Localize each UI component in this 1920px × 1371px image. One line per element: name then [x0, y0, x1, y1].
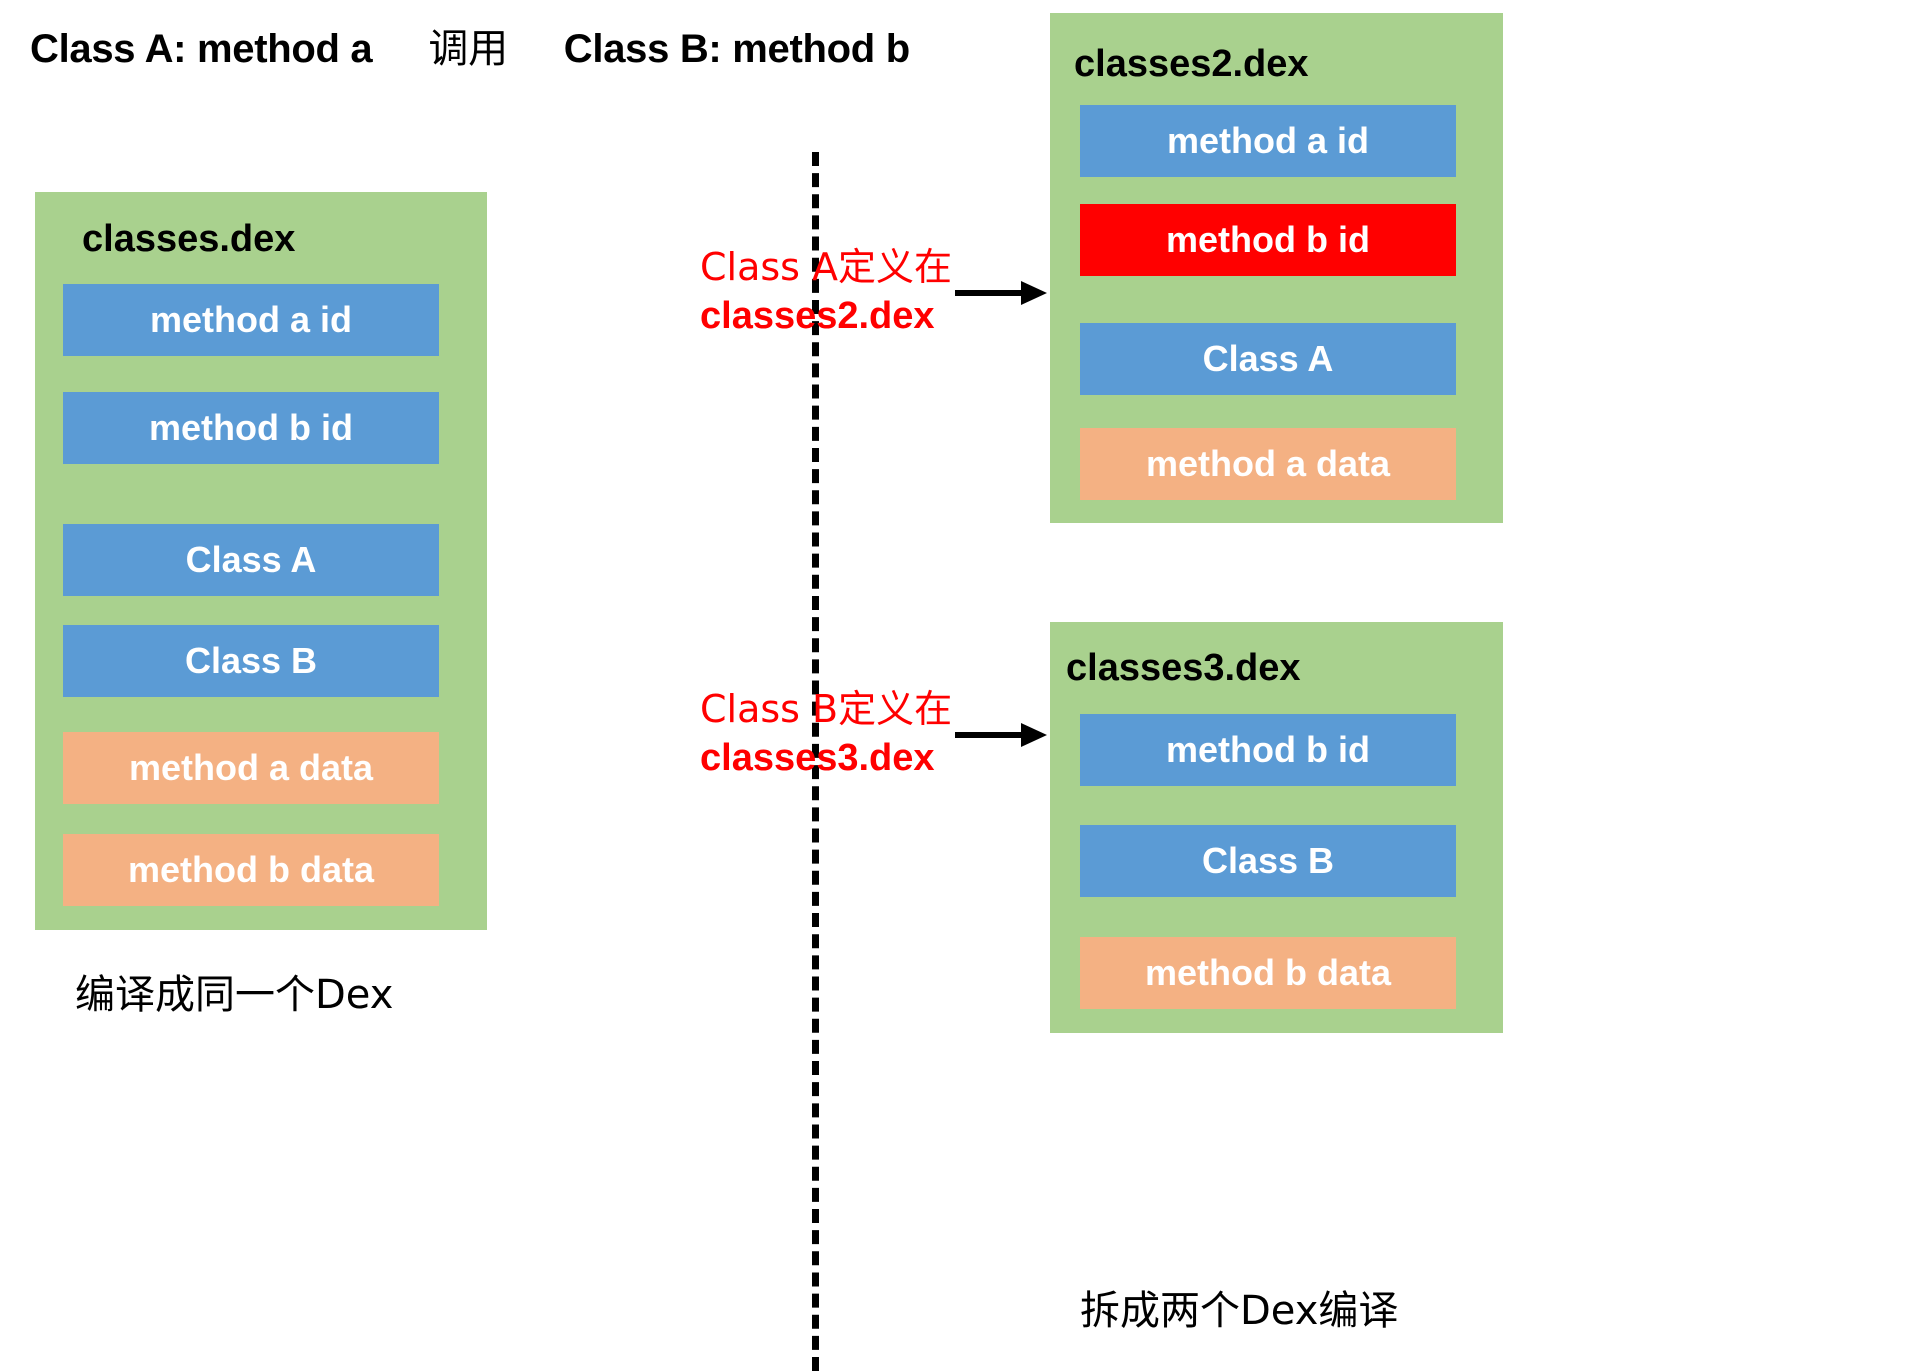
- left-caption-text: 编译成同一个Dex: [75, 972, 394, 1018]
- arrow-to-classes2-icon: [955, 278, 1047, 313]
- right-caption: 拆成两个Dex编译: [1080, 1278, 1398, 1336]
- slot-method-b-id-highlighted: method b id: [1080, 204, 1456, 276]
- slot-class-b: Class B: [1080, 825, 1456, 897]
- annotation-class-a-line2: classes2.dex: [700, 294, 935, 337]
- annotation-class-a: Class A定义在 classes2.dex: [700, 243, 952, 340]
- classes2-dex-container: classes2.dex method a id method b id Cla…: [1050, 13, 1503, 523]
- annotation-class-b-line1: Class B定义在: [700, 687, 953, 731]
- title-class-a-method-a: Class A: method a: [30, 27, 373, 71]
- slot-method-a-id: method a id: [63, 284, 439, 356]
- annotation-class-a-line1: Class A定义在: [700, 245, 953, 289]
- slot-method-b-id: method b id: [1080, 714, 1456, 786]
- annotation-class-b-line2: classes3.dex: [700, 736, 935, 779]
- slot-method-b-id: method b id: [63, 392, 439, 464]
- diagram-title: Class A: method a 调用 Class B: method b: [30, 16, 910, 74]
- classes3-dex-title: classes3.dex: [1066, 647, 1301, 689]
- slot-class-a: Class A: [63, 524, 439, 596]
- slot-class-b: Class B: [63, 625, 439, 697]
- classes3-dex-container: classes3.dex method b id Class B method …: [1050, 622, 1503, 1033]
- classes-dex-container: classes.dex method a id method b id Clas…: [35, 192, 487, 930]
- classes2-dex-title: classes2.dex: [1074, 43, 1309, 85]
- slot-method-b-data: method b data: [1080, 937, 1456, 1009]
- title-class-b-method-b: Class B: method b: [563, 27, 910, 71]
- classes-dex-title: classes.dex: [82, 218, 296, 260]
- right-caption-text: 拆成两个Dex编译: [1080, 1288, 1399, 1334]
- vertical-dashed-divider: [812, 152, 819, 1371]
- slot-class-a: Class A: [1080, 323, 1456, 395]
- slot-method-a-data: method a data: [1080, 428, 1456, 500]
- slot-method-a-data: method a data: [63, 732, 439, 804]
- slot-method-a-id: method a id: [1080, 105, 1456, 177]
- left-caption: 编译成同一个Dex: [75, 962, 393, 1020]
- annotation-class-b: Class B定义在 classes3.dex: [700, 685, 952, 782]
- arrow-to-classes3-icon: [955, 720, 1047, 755]
- slot-method-b-data: method b data: [63, 834, 439, 906]
- title-call-label: 调用: [428, 26, 508, 72]
